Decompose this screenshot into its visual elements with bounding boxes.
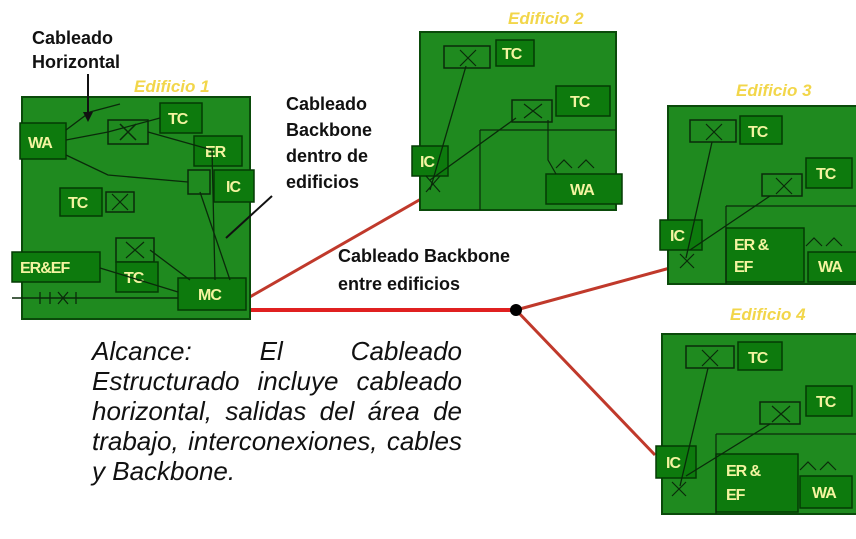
callout-horizontal: Cableado Horizontal xyxy=(32,28,120,122)
building-2: TC TC IC WA xyxy=(411,31,623,211)
box-ic-b3: IC xyxy=(670,228,685,245)
label-backbone-in-l2: Backbone xyxy=(286,120,372,140)
box-wa-b3: WA xyxy=(818,259,843,276)
box-ic-b1: IC xyxy=(226,179,241,196)
label-backbone-between-l2: entre edificios xyxy=(338,274,460,294)
pointer-horizontal-arrow xyxy=(83,112,93,122)
box-ic-b4: IC xyxy=(666,455,681,472)
box-tc-b1-top: TC xyxy=(168,111,189,128)
pointer-backbone-in xyxy=(225,195,273,239)
label-backbone-in-l3: dentro de xyxy=(286,146,368,166)
callout-backbone-in: Cableado Backbone dentro de edificios xyxy=(225,94,372,239)
building-1: WA TC ER IC TC ER&EF TC MC xyxy=(11,96,255,320)
backbone-line-b2 xyxy=(247,193,429,300)
building-3-label: Edificio 3 xyxy=(736,81,812,100)
label-horizontal-l2: Horizontal xyxy=(32,52,120,72)
callout-backbone-between: Cableado Backbone entre edificios xyxy=(338,246,510,294)
backbone-lines xyxy=(247,193,671,457)
box-eref-b4-l2: EF xyxy=(726,487,746,504)
backbone-line-b3 xyxy=(515,266,671,312)
box-tc-b4-right: TC xyxy=(816,394,837,411)
box-tc-b3-right: TC xyxy=(816,166,837,183)
box-tc-b2-right: TC xyxy=(570,94,591,111)
box-mc-b1: MC xyxy=(198,287,222,304)
box-eref-b1: ER&EF xyxy=(20,260,70,277)
box-eref-b3-l1: ER & xyxy=(734,237,770,254)
scope-note: Alcance: El Cableado Estructurado incluy… xyxy=(92,336,462,486)
box-wa-b1: WA xyxy=(28,135,53,152)
box-wa-b4: WA xyxy=(812,485,837,502)
backbone-line-b4 xyxy=(514,308,657,457)
box-tc-b2-top: TC xyxy=(502,46,523,63)
label-backbone-in-l4: edificios xyxy=(286,172,359,192)
building-3: TC TC IC ER & EF WA xyxy=(659,105,856,285)
backbone-junction xyxy=(510,304,522,316)
label-backbone-in-l1: Cableado xyxy=(286,94,367,114)
box-eref-b3-l2: EF xyxy=(734,259,754,276)
building-4-label: Edificio 4 xyxy=(730,305,806,324)
building-4: TC TC IC ER & EF WA xyxy=(655,333,856,515)
box-ic-b2: IC xyxy=(420,154,435,171)
box-tc-b3-top: TC xyxy=(748,124,769,141)
box-eref-b4-l1: ER & xyxy=(726,463,762,480)
box-wa-b2: WA xyxy=(570,182,595,199)
box-er-b1: ER xyxy=(205,144,227,161)
label-horizontal-l1: Cableado xyxy=(32,28,113,48)
building-2-label: Edificio 2 xyxy=(508,9,584,28)
label-backbone-between-l1: Cableado Backbone xyxy=(338,246,510,266)
box-tc-b1-left: TC xyxy=(68,195,89,212)
building-1-label: Edificio 1 xyxy=(134,77,210,96)
box-tc-b4-top: TC xyxy=(748,350,769,367)
